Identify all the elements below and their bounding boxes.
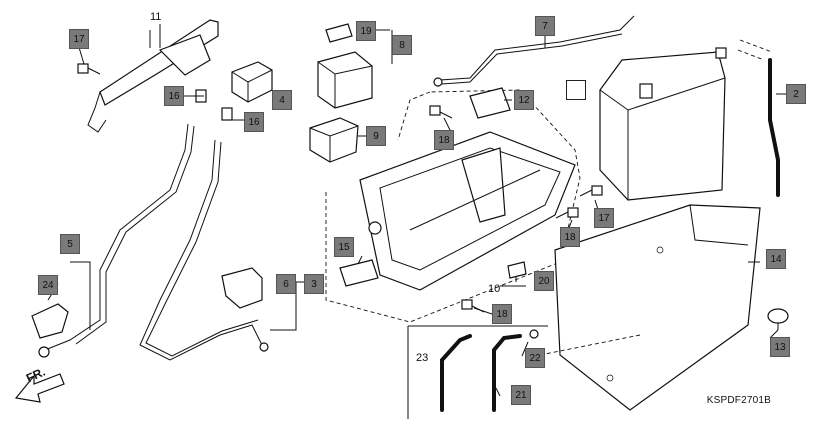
- ground-cable: [433, 15, 635, 87]
- callout-4[interactable]: 4: [272, 90, 292, 110]
- bolt-18-top: [429, 105, 453, 119]
- battery-box: [359, 131, 576, 291]
- label-10: 10: [488, 283, 501, 295]
- fuse-box: [317, 23, 373, 109]
- clip-22: [529, 329, 539, 339]
- pad-20: [507, 261, 527, 279]
- terminal-cap: [231, 61, 273, 103]
- callout-15[interactable]: 15: [334, 237, 354, 257]
- callout-21[interactable]: 21: [511, 385, 531, 405]
- callout-5[interactable]: 5: [60, 234, 80, 254]
- battery-cover: [554, 204, 761, 411]
- terminal-cap-24: [31, 303, 69, 339]
- callout-12[interactable]: 12: [514, 90, 534, 110]
- pad-12: [469, 87, 511, 119]
- rubber-cover: [309, 117, 359, 163]
- callout-17-top[interactable]: 17: [69, 29, 89, 49]
- diagram-code: KSPDF2701B: [706, 395, 771, 406]
- callout-18-top[interactable]: 18: [434, 130, 454, 150]
- callout-6[interactable]: 6: [276, 274, 296, 294]
- callout-9[interactable]: 9: [366, 126, 386, 146]
- callout-20[interactable]: 20: [534, 271, 554, 291]
- front-direction-arrow: [14, 373, 65, 403]
- label-23: 23: [416, 352, 429, 364]
- callout-13[interactable]: 13: [770, 337, 790, 357]
- callout-19[interactable]: 19: [356, 21, 376, 41]
- callout-7[interactable]: 7: [535, 16, 555, 36]
- battery-holder-bracket: [87, 19, 219, 133]
- battery: [599, 47, 727, 201]
- callout-22[interactable]: 22: [525, 348, 545, 368]
- callout-blank: [566, 80, 586, 100]
- breather-tube: [768, 58, 780, 197]
- hose-23: [440, 334, 472, 412]
- hose-21: [492, 334, 522, 412]
- callout-18-right[interactable]: 18: [560, 227, 580, 247]
- bolt-top-left: [77, 63, 101, 75]
- bolts-right: [555, 185, 603, 219]
- pad-15: [339, 259, 379, 287]
- battery-cables: [38, 123, 269, 361]
- callout-24[interactable]: 24: [38, 275, 58, 295]
- terminal-cap-red: [221, 267, 263, 309]
- callout-14[interactable]: 14: [766, 249, 786, 269]
- nuts: [195, 89, 233, 121]
- label-11: 11: [150, 11, 162, 23]
- callout-8[interactable]: 8: [392, 35, 412, 55]
- callout-16-left[interactable]: 16: [164, 86, 184, 106]
- callout-2[interactable]: 2: [786, 84, 806, 104]
- callout-16-right[interactable]: 16: [244, 112, 264, 132]
- screw-13: [767, 308, 789, 330]
- callout-17-right[interactable]: 17: [594, 208, 614, 228]
- callout-18-bottom[interactable]: 18: [492, 304, 512, 324]
- callout-3[interactable]: 3: [304, 274, 324, 294]
